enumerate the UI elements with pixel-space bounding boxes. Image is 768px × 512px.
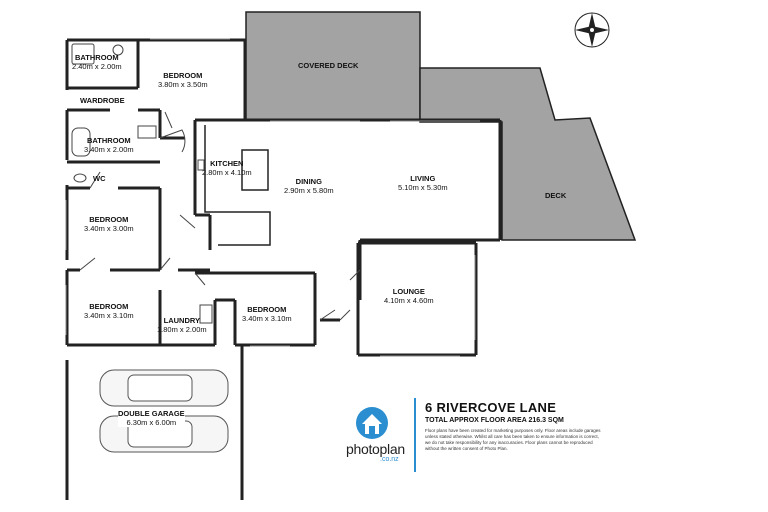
- room-dims: 5.10m x 5.30m: [398, 183, 448, 192]
- room-dims: 1.80m x 2.00m: [157, 325, 207, 334]
- deck-area: [419, 67, 637, 241]
- room-name: COVERED DECK: [298, 61, 359, 70]
- room-name: DECK: [545, 191, 567, 200]
- compass-icon: [574, 12, 610, 48]
- room-name: WC: [93, 174, 106, 183]
- room-name: BEDROOM: [247, 305, 287, 314]
- room-name: DOUBLE GARAGE: [118, 409, 185, 418]
- room-name: WARDROBE: [80, 96, 125, 105]
- room-dims: 2.40m x 2.00m: [72, 62, 122, 71]
- room-name: KITCHEN: [210, 159, 244, 168]
- room-name: LIVING: [410, 174, 436, 183]
- brand-logo-text: photoplan: [346, 441, 405, 457]
- room-name: BATHROOM: [75, 53, 119, 62]
- doors: [79, 111, 361, 321]
- room-name: BEDROOM: [89, 215, 129, 224]
- room-dims: 3.40m x 3.10m: [84, 311, 134, 320]
- room-dims: 3.40m x 3.00m: [84, 224, 134, 233]
- room-deck: DECK: [545, 191, 566, 200]
- room-name: BEDROOM: [89, 302, 129, 311]
- disclaimer: Floor plans have been created for market…: [425, 428, 601, 451]
- room-name: BATHROOM: [87, 136, 131, 145]
- room-dims: 2.80m x 4.10m: [202, 168, 252, 177]
- room-name: LOUNGE: [392, 287, 425, 296]
- room-wc: WC: [93, 174, 106, 183]
- room-dims: 3.40m x 2.00m: [84, 145, 134, 154]
- room-covered-deck: COVERED DECK: [298, 61, 358, 70]
- photoplan-house-icon: [356, 407, 388, 439]
- room-wardrobe: WARDROBE: [80, 96, 125, 105]
- room-dims: 4.10m x 4.60m: [384, 296, 434, 305]
- room-dims: 6.30m x 6.00m: [126, 418, 177, 427]
- walls: [65, 38, 502, 500]
- floor-area: TOTAL APPROX FLOOR AREA 216.3 SQM: [425, 417, 564, 424]
- room-dims: 3.80m x 3.50m: [158, 80, 208, 89]
- brand-domain: .co.nz: [380, 456, 399, 463]
- room-name: LAUNDRY: [163, 316, 200, 325]
- garage-cars: [99, 369, 229, 453]
- bathroom-fixtures: [71, 43, 213, 324]
- room-dims: 2.90m x 5.80m: [284, 186, 334, 195]
- room-name: DINING: [295, 177, 322, 186]
- room-dims: 3.40m x 3.10m: [242, 314, 292, 323]
- room-name: BEDROOM: [163, 71, 203, 80]
- windows: [65, 38, 480, 357]
- property-address: 6 RIVERCOVE LANE: [425, 400, 557, 415]
